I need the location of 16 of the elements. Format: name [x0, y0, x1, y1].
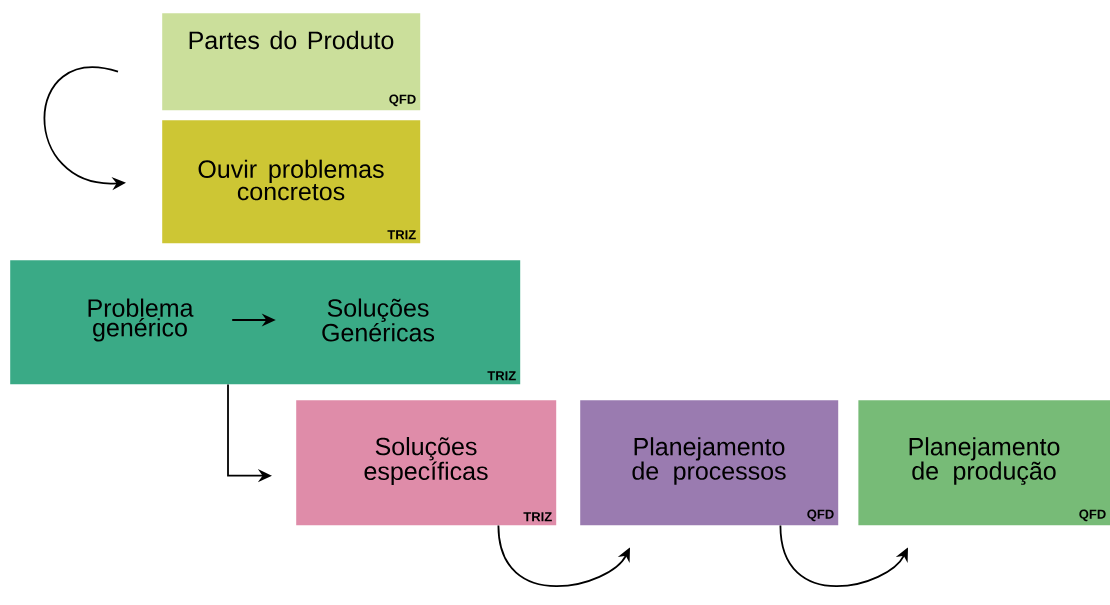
arrow — [779, 524, 908, 588]
process-band — [10, 260, 521, 385]
step-label: Soluções Genéricas — [322, 298, 435, 342]
method-tag: TRIZ — [387, 230, 416, 240]
process-box: Ouvir problemas concretos TRIZ — [162, 120, 421, 244]
process-box: Soluções específicas TRIZ — [296, 400, 557, 526]
method-tag: TRIZ — [523, 512, 552, 522]
process-box: Planejamento de produção QFD — [858, 400, 1110, 526]
process-box: Partes do Produto QFD — [162, 13, 421, 111]
process-box: Planejamento de processos QFD — [580, 400, 839, 526]
step-label: Problema genérico — [88, 298, 194, 342]
method-tag: QFD — [807, 509, 834, 522]
method-tag: QFD — [1079, 509, 1106, 522]
arrow — [497, 524, 630, 588]
method-tag: QFD — [389, 94, 416, 107]
method-tag: TRIZ — [487, 371, 516, 381]
